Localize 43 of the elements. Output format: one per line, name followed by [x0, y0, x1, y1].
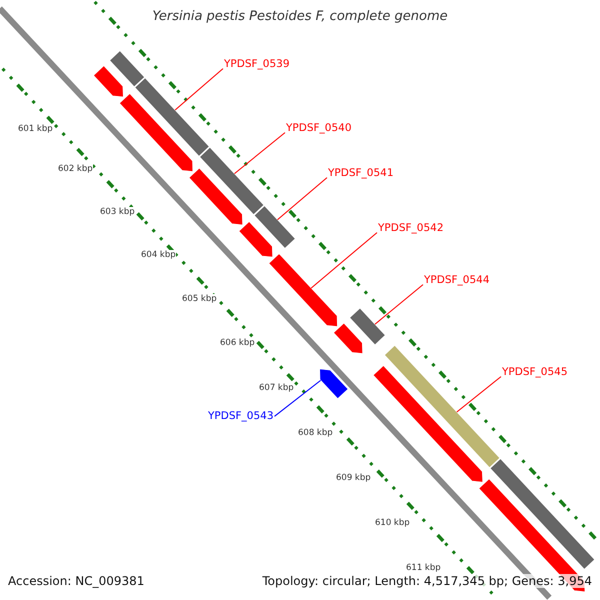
coding-region-shape	[188, 168, 243, 226]
genome-summary-text: Topology: circular; Length: 4,517,345 bp; Genes: 3,954	[262, 574, 592, 588]
scale-label: 610 kbp	[375, 518, 410, 528]
scale-label: 608 kbp	[298, 428, 333, 438]
gene-bar	[134, 77, 210, 157]
gene-label: YPDSF_0539	[224, 58, 290, 71]
scale-label: 602 kbp	[58, 164, 93, 174]
leader-line	[310, 232, 378, 289]
coding-region-shape	[333, 322, 363, 354]
accession-text: Accession: NC_009381	[8, 574, 144, 588]
gene-label: YPDSF_0541	[328, 167, 394, 180]
scale-label: 605 kbp	[182, 294, 217, 304]
coding-region-shape	[372, 365, 484, 483]
coding-region-shape	[268, 253, 338, 327]
coding-region-shape	[93, 65, 124, 98]
leader-line	[234, 132, 286, 174]
scale-label: 606 kbp	[220, 338, 255, 348]
leader-line	[276, 177, 328, 220]
leader-line	[456, 376, 502, 412]
leader-line	[174, 68, 224, 111]
leader-line	[374, 284, 424, 325]
scale-label: 607 kbp	[259, 383, 294, 394]
coding-region-shape	[238, 221, 273, 258]
gene-label: YPDSF_0543	[208, 410, 274, 423]
gene-bar	[384, 344, 500, 468]
gene-label: YPDSF_0544	[424, 274, 490, 287]
gene-bar	[109, 50, 145, 88]
gene-bar	[349, 308, 386, 346]
title: Yersinia pestis Pestoides F, complete genome	[151, 9, 449, 25]
coding-region-shape	[319, 368, 348, 400]
gene-bar	[199, 146, 264, 216]
scale-label: 611 kbp	[406, 563, 441, 574]
gene-label: YPDSF_0545	[502, 366, 568, 379]
scale-label: 609 kbp	[336, 473, 371, 484]
gene-bar	[254, 205, 296, 249]
leader-line	[274, 380, 322, 417]
scale-label: 601 kbp	[18, 124, 53, 134]
gene-label: YPDSF_0542	[378, 222, 444, 235]
scale-label: 603 kbp	[100, 207, 135, 218]
gene-bar	[490, 458, 596, 570]
gene-label: YPDSF_0540	[286, 122, 352, 135]
coding-region-shape	[119, 93, 194, 172]
scale-label: 604 kbp	[141, 250, 176, 260]
